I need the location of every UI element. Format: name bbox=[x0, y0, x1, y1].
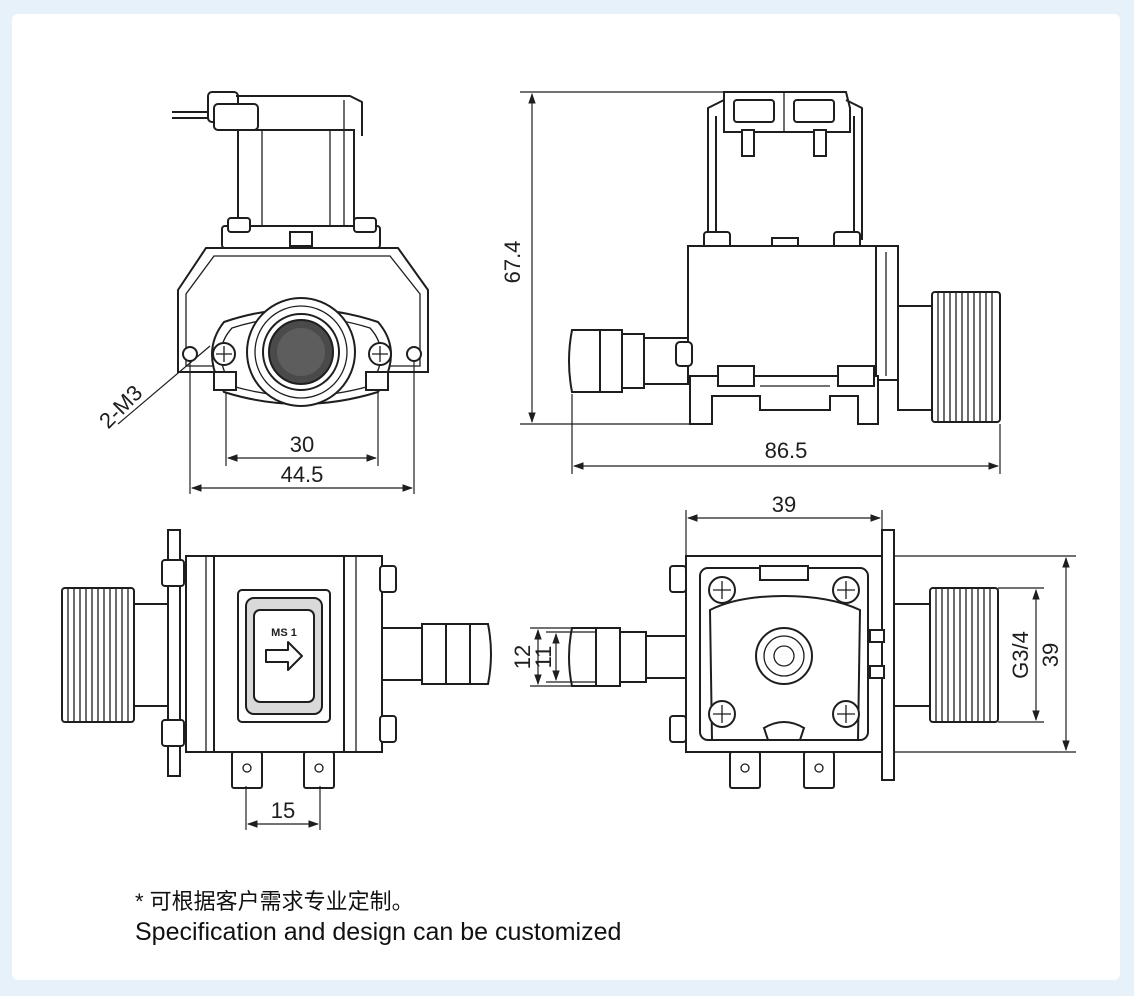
front-view bbox=[117, 91, 429, 494]
dim-label-30: 30 bbox=[290, 432, 314, 457]
dim-label-g34: G3/4 bbox=[1008, 631, 1033, 679]
dim-label-67-4: 67.4 bbox=[500, 241, 525, 284]
dim-label-11: 11 bbox=[531, 646, 556, 669]
top-view bbox=[61, 529, 492, 830]
thread-lines-end bbox=[935, 588, 991, 722]
dim-label-44-5: 44.5 bbox=[281, 462, 324, 487]
dim-label-15: 15 bbox=[271, 798, 295, 823]
thread-lines-side bbox=[937, 292, 993, 422]
dim-label-86-5: 86.5 bbox=[765, 438, 808, 463]
note-chinese: * 可根据客户需求专业定制。 bbox=[135, 889, 414, 914]
coil-label: MS 1 bbox=[271, 627, 297, 639]
dim-label-39-top: 39 bbox=[772, 492, 796, 517]
thread-lines-top bbox=[67, 588, 129, 722]
dim-label-39-right: 39 bbox=[1038, 643, 1063, 667]
side-view bbox=[520, 91, 1001, 474]
end-view bbox=[530, 510, 1076, 789]
drawing-sheet bbox=[12, 14, 1120, 980]
dim-label-12: 12 bbox=[510, 645, 535, 669]
note-english: Specification and design can be customiz… bbox=[135, 918, 622, 946]
